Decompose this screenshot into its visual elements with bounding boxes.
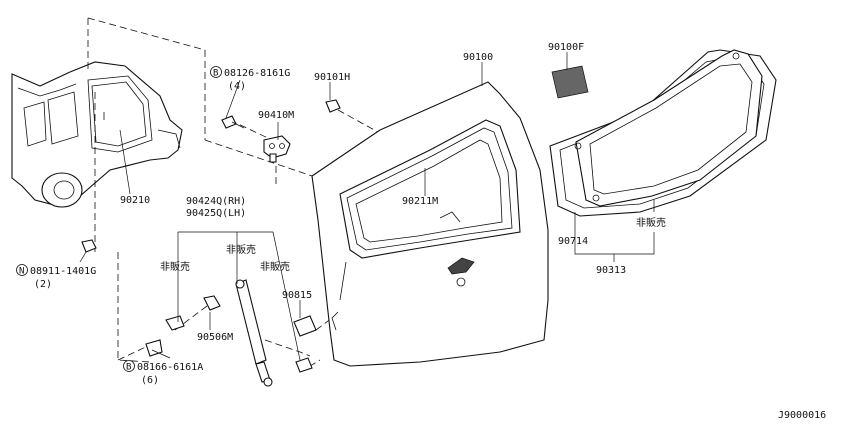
- label-90100: 90100: [463, 52, 493, 63]
- sticker-90100f: [551, 65, 589, 99]
- label-08126-qty: (4): [228, 81, 246, 92]
- bumper-90815: [293, 315, 317, 337]
- label-90506m: 90506M: [197, 332, 233, 343]
- label-90714: 90714: [558, 236, 588, 247]
- label-90410m: 90410M: [258, 110, 294, 121]
- b-circle-icon: [210, 66, 222, 78]
- diagram-id: J9000016: [778, 410, 826, 421]
- n-circle-icon: [16, 264, 28, 276]
- bracket-90506m: [203, 295, 221, 311]
- hinge-90410m: [263, 135, 291, 163]
- label-90100f: 90100F: [548, 42, 584, 53]
- b-circle-icon: [123, 360, 135, 372]
- label-90425q: 90425Q(LH): [186, 208, 246, 219]
- rear-glass-assembly: [549, 49, 777, 217]
- b-symbol-1: B: [213, 69, 218, 79]
- label-08166-6161a: 08166-6161A: [137, 362, 203, 373]
- label-90815: 90815: [282, 290, 312, 301]
- label-90211m: 90211M: [402, 196, 438, 207]
- gas-stay: [235, 279, 273, 387]
- label-90101h: 90101H: [314, 72, 350, 83]
- car-illustration: [11, 61, 183, 208]
- label-not-for-sale-center: 非販売: [226, 243, 256, 256]
- label-not-for-sale-glass: 非販売: [636, 216, 666, 229]
- nut-90101h: [325, 99, 341, 113]
- label-08126-8161g: 08126-8161G: [224, 68, 290, 79]
- label-90210: 90210: [120, 195, 150, 206]
- back-door-panel: [311, 81, 549, 367]
- label-08166-qty: (6): [141, 375, 159, 386]
- label-90424q: 90424Q(RH): [186, 196, 246, 207]
- bolt-08126-8161g: [221, 115, 245, 129]
- ball-stud-left: [145, 315, 185, 357]
- clip-08911-1401g: [81, 239, 97, 253]
- part-labels: 90100 90100F 90101H B 08126-8161G (4) 90…: [16, 42, 826, 421]
- label-90313: 90313: [596, 265, 626, 276]
- label-08911-1401g: 08911-1401G: [30, 266, 96, 277]
- ball-stud-right: [295, 357, 313, 373]
- leader-lines: [79, 52, 655, 361]
- b-symbol-2: B: [126, 363, 131, 373]
- label-not-for-sale-right: 非販売: [260, 260, 290, 273]
- label-not-for-sale-left: 非販売: [160, 260, 190, 273]
- n-symbol: N: [19, 267, 24, 277]
- label-08911-qty: (2): [34, 279, 52, 290]
